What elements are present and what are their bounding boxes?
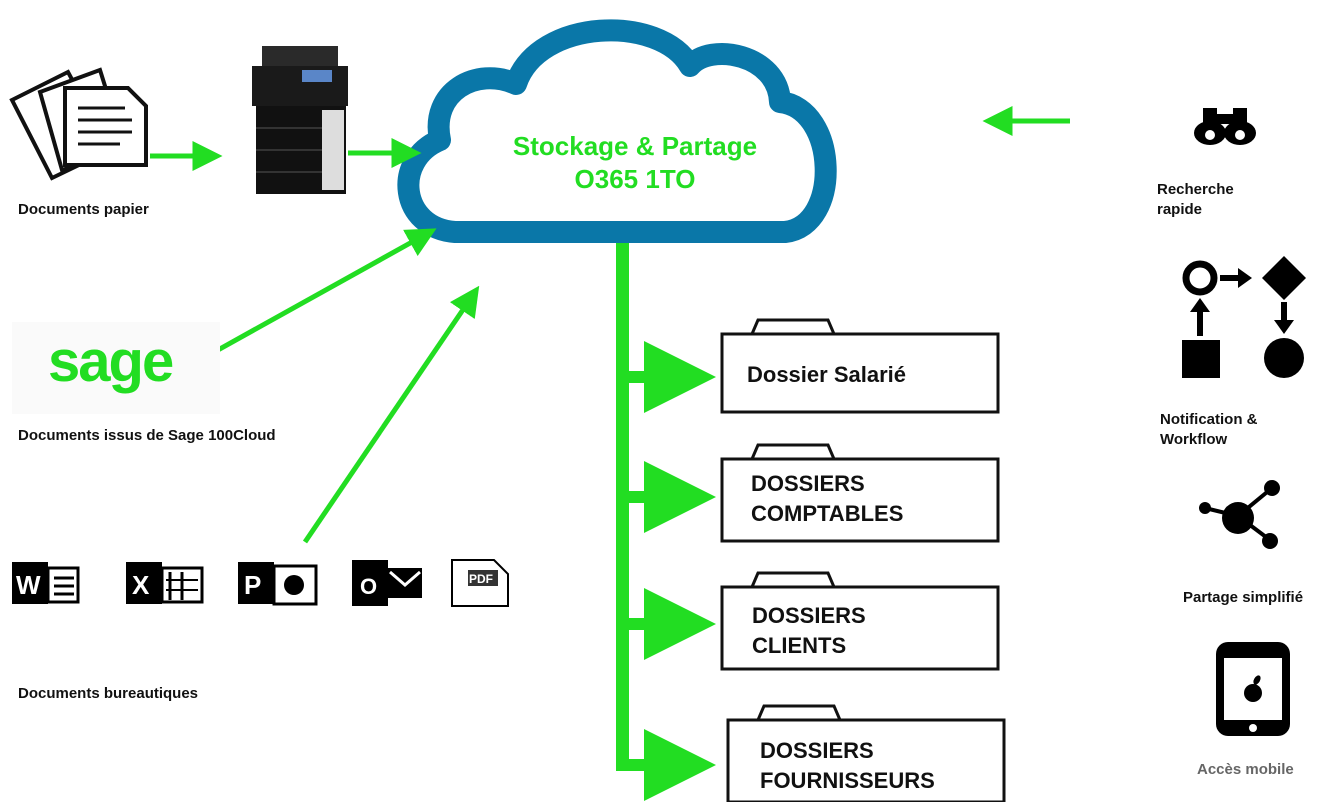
paper-documents-icon (9, 67, 148, 181)
outlook-icon: O (352, 560, 422, 606)
arrow-office-to-cloud (302, 285, 480, 544)
folder-label-dossiers-clients: DOSSIERS CLIENTS (752, 601, 866, 661)
smartphone-icon (1216, 642, 1290, 736)
feature-label-line2: Workflow (1160, 431, 1228, 448)
feature-label-line2: rapide (1157, 201, 1203, 218)
folder-label-line1: DOSSIERS (760, 738, 874, 763)
svg-text:PDF: PDF (469, 572, 493, 586)
folder-label-dossiers-fournisseurs: DOSSIERS FOURNISSEURS (760, 736, 935, 796)
folder-label-line2: CLIENTS (752, 633, 847, 658)
feature-label-line1: Partage simplifié (1183, 589, 1304, 606)
svg-text:O: O (360, 574, 377, 599)
feature-label-workflow: Notification & Workflow (1160, 410, 1258, 450)
svg-text:P: P (244, 570, 261, 600)
svg-text:W: W (16, 570, 41, 600)
folder-label-dossier-salarie: Dossier Salarié (747, 360, 906, 390)
feature-label-line1: Recherche (1157, 181, 1234, 198)
folder-dossiers-comptables[interactable] (720, 443, 1000, 543)
workflow-icon (1182, 256, 1306, 378)
folder-label-line2: FOURNISSEURS (760, 768, 935, 793)
folder-label-line1: DOSSIERS (752, 603, 866, 628)
arrow-sage-cloud (180, 228, 437, 371)
binoculars-icon (1194, 108, 1256, 145)
folder-label-line1: Dossier Salarié (747, 362, 906, 387)
cloud-title: Stockage & Partage O365 1TO (440, 130, 830, 196)
feature-label-mobile: Accès mobile (1197, 760, 1294, 780)
folder-dossiers-clients[interactable] (720, 571, 1000, 671)
copier-icon (252, 46, 348, 194)
folder-trunk (616, 243, 629, 771)
folder-label-dossiers-comptables: DOSSIERS COMPTABLES (751, 469, 903, 529)
folder-label-line1: DOSSIERS (751, 471, 865, 496)
cloud-shape (397, 19, 837, 243)
cloud-title-line1: Stockage & Partage (512, 131, 758, 161)
powerpoint-icon: P (238, 562, 318, 606)
feature-label-line1: Notification & (1160, 411, 1258, 428)
feature-label-recherche: Recherche rapide (1157, 180, 1234, 220)
paper-documents-label: Documents papier (18, 201, 149, 218)
svg-text:X: X (132, 570, 150, 600)
feature-label-line1: Accès mobile (1197, 761, 1294, 778)
sage-logo-box (12, 322, 220, 414)
cloud-title-line2: O365 1TO (574, 164, 696, 194)
folder-dossier-salarie[interactable] (720, 318, 1000, 414)
folder-label-line2: COMPTABLES (751, 501, 904, 526)
excel-icon: X (126, 562, 204, 604)
share-icon (1199, 480, 1280, 549)
feature-label-partage: Partage simplifié (1183, 588, 1303, 608)
pdf-icon: PDF (451, 559, 509, 607)
word-icon: W (12, 562, 80, 604)
office-documents-label: Documents bureautiques (18, 685, 199, 702)
sage-logo: sage (48, 329, 174, 394)
sage-documents-label: Documents issus de Sage 100Cloud (18, 427, 276, 444)
folder-dossiers-fournisseurs[interactable] (726, 704, 1006, 802)
